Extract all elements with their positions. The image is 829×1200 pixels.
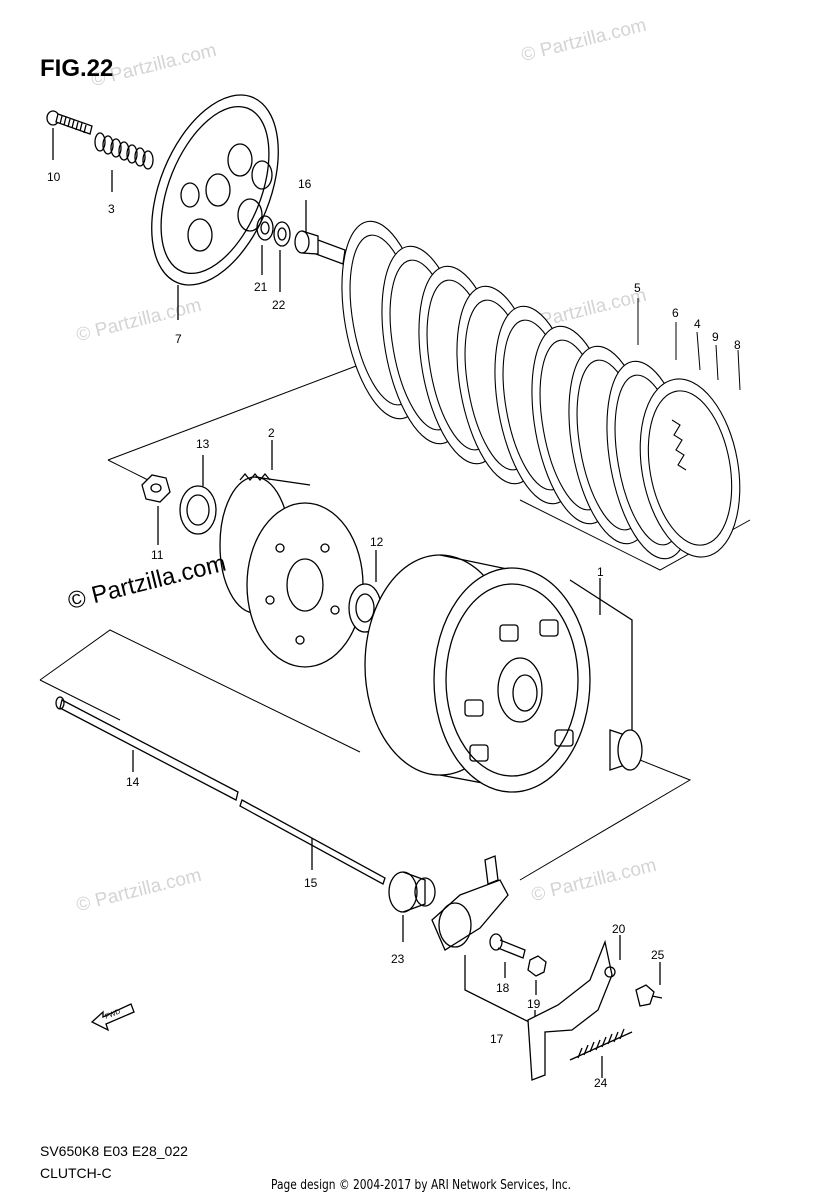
washer-13[interactable] xyxy=(179,455,217,535)
clutch-plates-stack[interactable] xyxy=(328,215,753,566)
callout-25: 25 xyxy=(651,948,665,962)
callout-5: 5 xyxy=(634,281,641,295)
callout-2: 2 xyxy=(268,426,275,440)
washer-21[interactable] xyxy=(256,215,274,275)
push-rod-14[interactable] xyxy=(55,696,239,801)
callout-17: 17 xyxy=(490,1032,504,1046)
callout-19: 19 xyxy=(527,997,541,1011)
callout-1: 1 xyxy=(597,565,604,579)
callout-24: 24 xyxy=(594,1076,608,1090)
bolt-10[interactable] xyxy=(46,110,93,160)
oil-seal-23[interactable] xyxy=(388,871,436,942)
callout-14: 14 xyxy=(126,775,140,789)
clutch-housing-1[interactable] xyxy=(364,554,643,793)
model-code: SV650K8 E03 E28_022 xyxy=(40,1143,188,1159)
callout-21: 21 xyxy=(254,280,268,294)
push-piece-16[interactable] xyxy=(294,200,346,265)
nut-11[interactable] xyxy=(141,474,171,545)
adjust-screw-18[interactable] xyxy=(489,933,526,978)
housing-group-outline xyxy=(39,629,692,881)
clutch-release-17[interactable] xyxy=(431,855,536,1027)
callout-20: 20 xyxy=(612,922,626,936)
group-name: CLUTCH-C xyxy=(40,1165,112,1181)
pressure-plate-7[interactable] xyxy=(127,77,304,320)
clutch-sleeve-hub-2[interactable] xyxy=(219,440,364,668)
callout-22: 22 xyxy=(272,298,286,312)
bearing-22[interactable] xyxy=(273,221,291,292)
fwd-arrow-icon: FWD xyxy=(90,1003,135,1032)
callout-leaders-plates xyxy=(637,298,741,391)
callout-12: 12 xyxy=(370,535,384,549)
bolt-25[interactable] xyxy=(635,962,663,1007)
spring-24[interactable] xyxy=(569,1028,633,1078)
push-rod-15[interactable] xyxy=(239,799,386,885)
spring-3[interactable] xyxy=(94,132,154,192)
copyright-footer: Page design © 2004-2017 by ARI Network S… xyxy=(271,1178,571,1193)
callout-10: 10 xyxy=(47,170,61,184)
callout-6: 6 xyxy=(672,306,679,320)
figure-title: FIG.22 xyxy=(40,55,114,82)
callout-15: 15 xyxy=(304,876,318,890)
callout-8: 8 xyxy=(734,338,741,352)
callout-13: 13 xyxy=(196,437,210,451)
callout-16: 16 xyxy=(298,177,312,191)
callout-7: 7 xyxy=(175,332,182,346)
callout-11: 11 xyxy=(151,548,164,562)
callout-18: 18 xyxy=(496,981,510,995)
callout-4: 4 xyxy=(694,317,701,331)
lock-nut-19[interactable] xyxy=(527,955,547,995)
callout-9: 9 xyxy=(712,330,719,344)
bracket-20[interactable] xyxy=(527,935,621,1081)
callout-3: 3 xyxy=(108,202,115,216)
callout-23: 23 xyxy=(391,952,405,966)
